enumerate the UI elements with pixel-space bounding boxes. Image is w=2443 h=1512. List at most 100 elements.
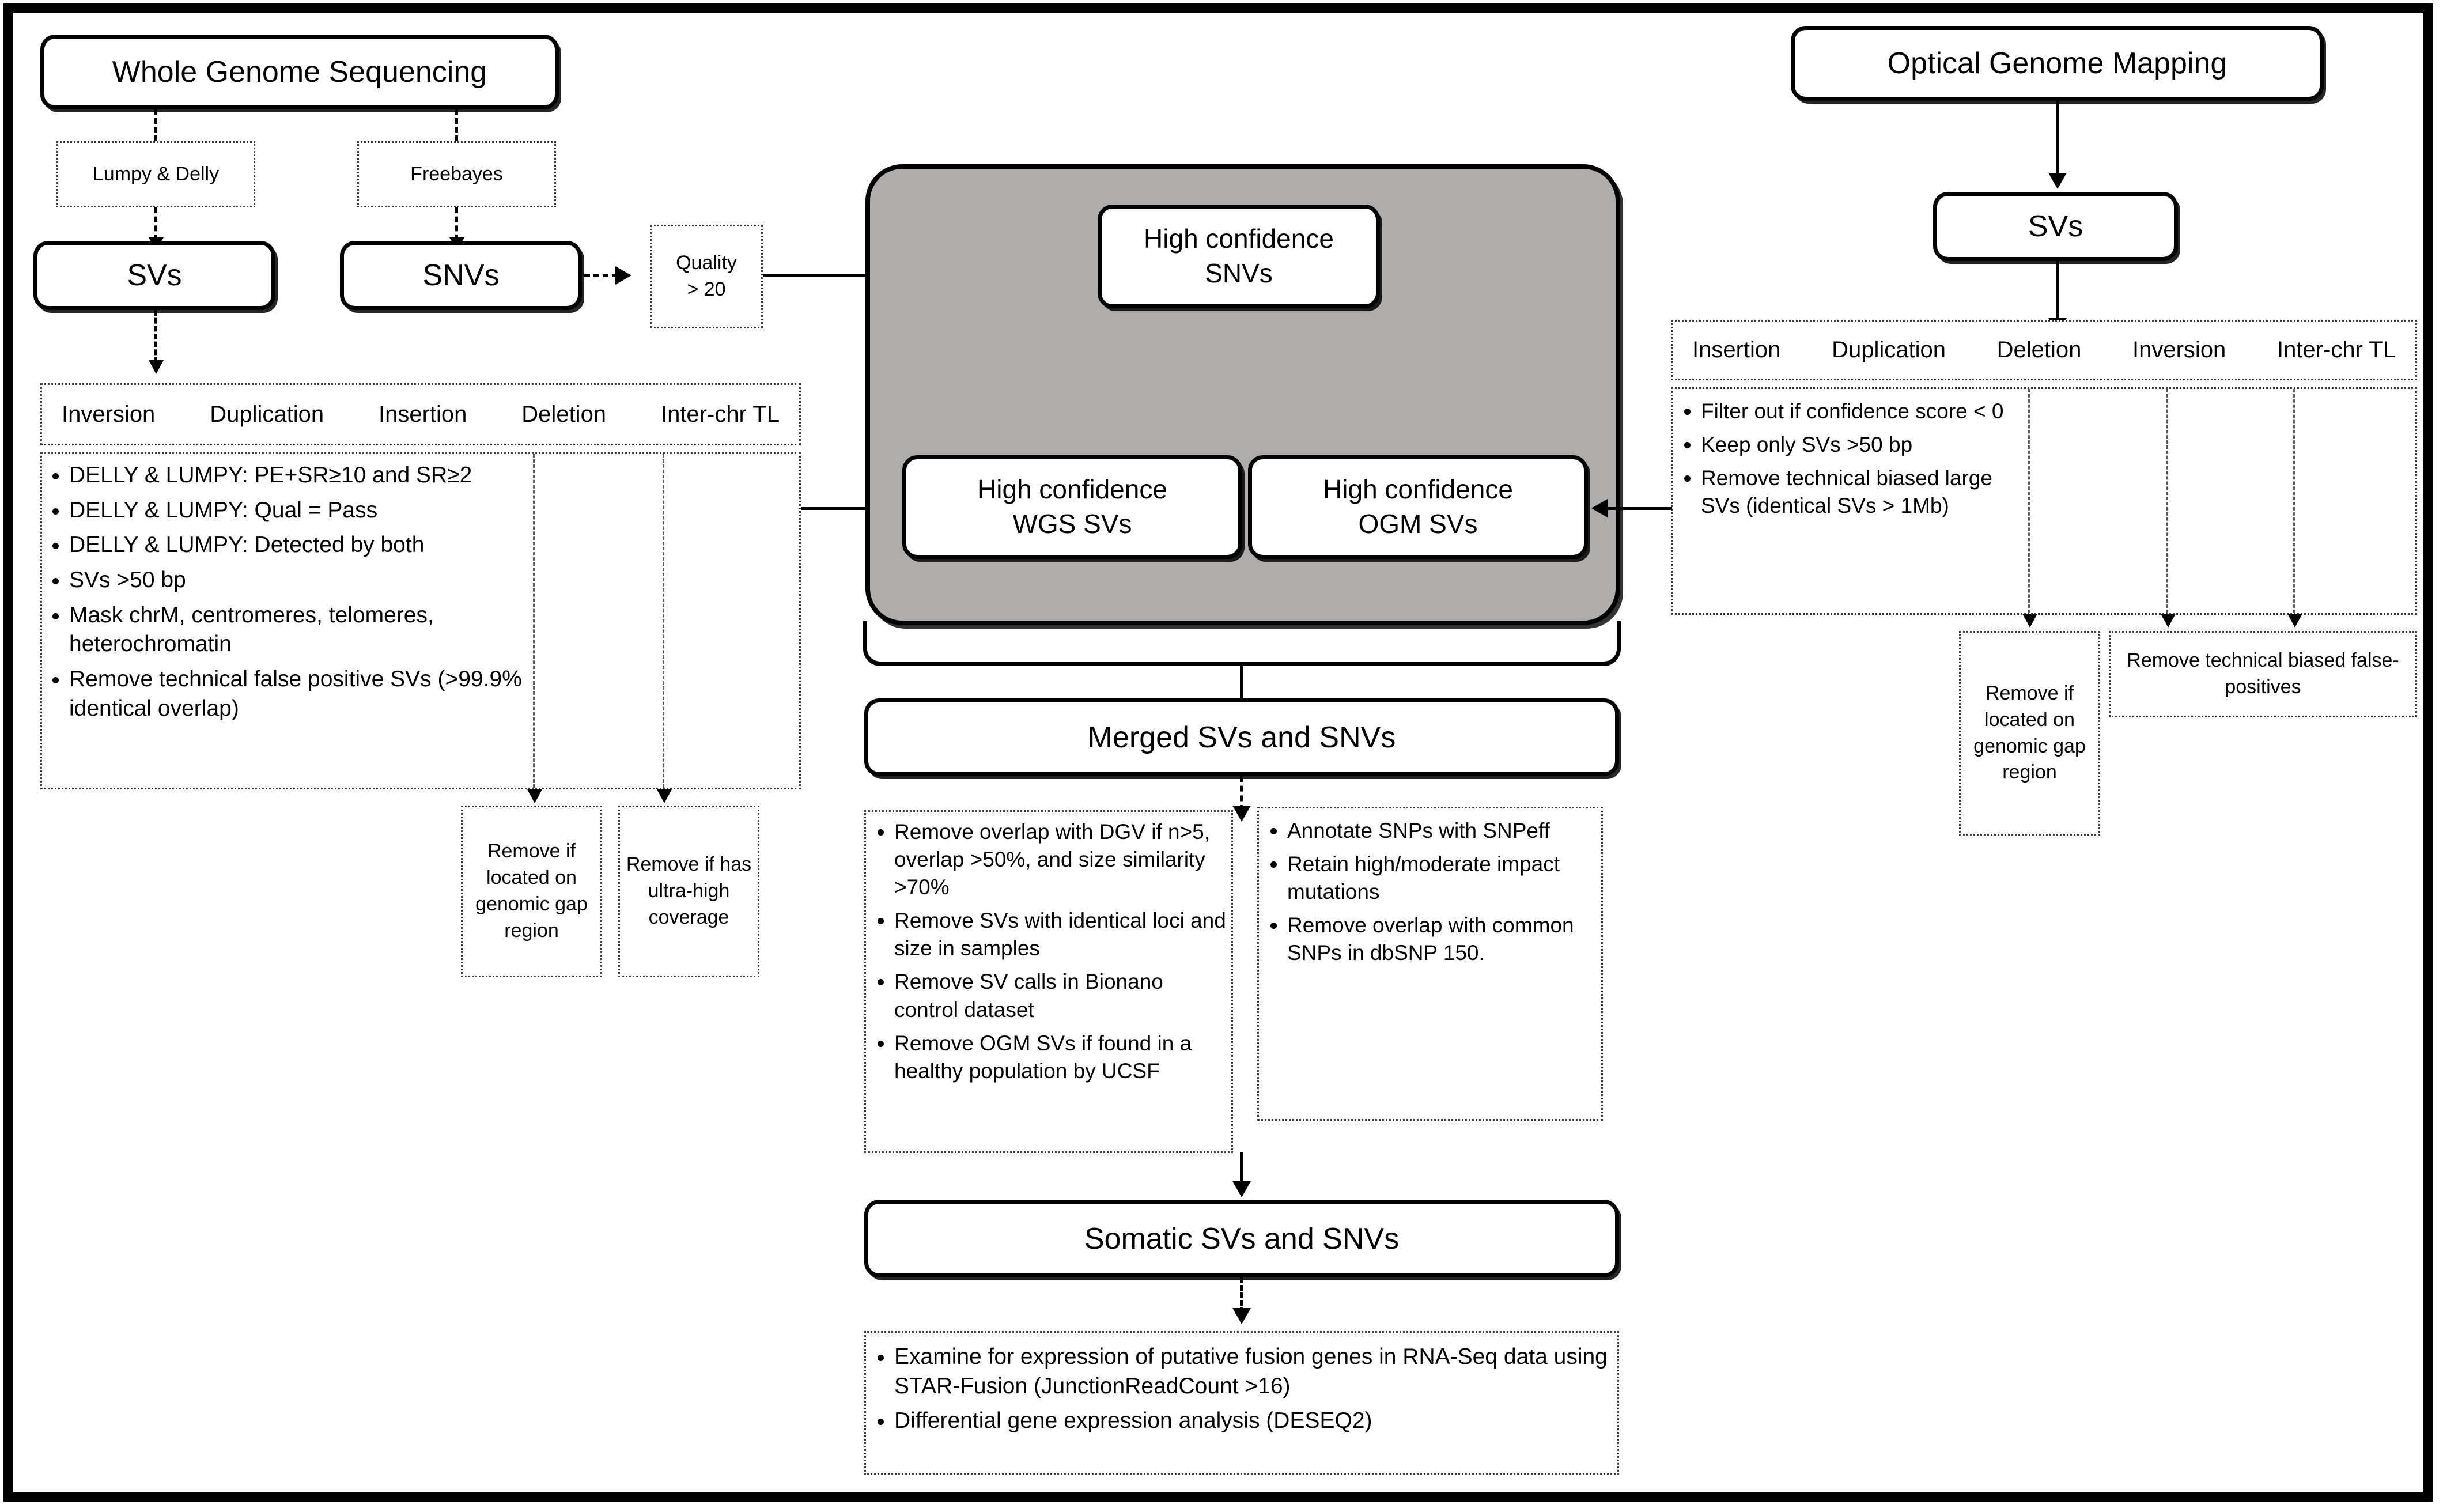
arrowhead-svs-to-types	[149, 360, 164, 374]
merged-label: Merged SVs and SNVs	[1087, 720, 1396, 754]
sv-postfilter-panel	[864, 810, 1233, 1153]
arrowhead-postfilters-to-somatic	[1232, 1181, 1251, 1197]
outer-frame	[3, 3, 2433, 1502]
ogm-removal-fp-box[interactable]: Remove technical biased false-positives	[2109, 631, 2417, 717]
connector-ogm-to-hc-ogm-svs	[1608, 507, 1672, 510]
high-confidence-wgs-svs-box[interactable]: High confidence WGS SVs	[902, 455, 1242, 559]
wgs-sv-type-1: Duplication	[210, 401, 324, 427]
wgs-filter-item: SVs >50 bp	[69, 566, 561, 595]
connector-somatic-to-downstream	[1240, 1277, 1243, 1313]
wgs-snv-caller-label: Freebayes	[410, 163, 503, 185]
connector-wgs-to-freebayes	[455, 109, 458, 141]
arrowhead-snvs-to-quality	[615, 266, 631, 285]
arrowhead-merged-to-postfilters	[1232, 806, 1251, 822]
ogm-source-box[interactable]: Optical Genome Mapping	[1791, 26, 2324, 101]
wgs-source-box[interactable]: Whole Genome Sequencing	[40, 35, 559, 109]
downstream-list: Examine for expression of putative fusio…	[868, 1343, 1617, 1442]
downstream-item: Differential gene expression analysis (D…	[894, 1407, 1617, 1436]
sv-postfilter-item: Remove overlap with DGV if n>5, overlap …	[894, 818, 1228, 901]
wgs-sv-types-row: Inversion Duplication Insertion Deletion…	[40, 383, 801, 445]
wgs-source-label: Whole Genome Sequencing	[112, 55, 487, 89]
ogm-sv-type-4: Inter-chr TL	[2276, 337, 2396, 362]
ogm-filter-list: Filter out if confidence score < 0 Keep …	[1674, 398, 2020, 526]
wgs-sv-type-4: Inter-chr TL	[660, 401, 780, 427]
ogm-filter-item: Filter out if confidence score < 0	[1701, 398, 2020, 425]
quality-filter-box[interactable]: Quality > 20	[650, 225, 763, 328]
sv-postfilter-item: Remove OGM SVs if found in a healthy pop…	[894, 1030, 1228, 1085]
wgs-svs-label: SVs	[127, 259, 182, 292]
snv-postfilter-item: Annotate SNPs with SNPeff	[1287, 817, 1601, 845]
wgs-filter-divider-1	[533, 454, 535, 788]
connector-svs-to-types	[154, 310, 157, 363]
somatic-label: Somatic SVs and SNVs	[1084, 1222, 1400, 1256]
hc-wgs-line2: WGS SVs	[1012, 509, 1132, 539]
connector-wgs-to-hc-wgs-svs	[801, 507, 876, 510]
wgs-removal-gap-label: Remove if located on genomic gap region	[475, 840, 588, 942]
wgs-filter-item: Mask chrM, centromeres, telomeres, heter…	[69, 601, 561, 659]
ogm-sv-type-1: Duplication	[1832, 337, 1946, 362]
wgs-snvs-label: SNVs	[422, 259, 500, 292]
wgs-filter-divider-2	[663, 454, 664, 788]
arrowhead-somatic-to-downstream	[1232, 1308, 1251, 1324]
connector-wgs-to-lumpy	[154, 109, 157, 141]
high-confidence-ogm-svs-box[interactable]: High confidence OGM SVs	[1248, 455, 1588, 559]
wgs-removal-gap-box[interactable]: Remove if located on genomic gap region	[461, 806, 602, 977]
ogm-svs-label: SVs	[2028, 210, 2083, 243]
arrowhead-to-gap-removal	[527, 789, 542, 803]
downstream-item: Examine for expression of putative fusio…	[894, 1343, 1617, 1401]
arrowhead-to-coverage-removal	[657, 789, 672, 803]
high-confidence-snvs-box[interactable]: High confidence SNVs	[1098, 205, 1380, 308]
arrowhead-ogm-to-hc-ogm-svs	[1591, 499, 1608, 517]
ogm-svs-box[interactable]: SVs	[1933, 192, 2178, 261]
ogm-removal-gap-label: Remove if located on genomic gap region	[1973, 682, 2086, 784]
connector-merged-to-postfilters	[1240, 776, 1243, 811]
wgs-sv-caller-label: Lumpy & Delly	[92, 163, 220, 185]
ogm-filter-item: Keep only SVs >50 bp	[1701, 431, 2020, 459]
wgs-filter-panel	[40, 452, 801, 789]
quality-filter-line1: Quality	[676, 252, 737, 274]
ogm-sv-type-2: Deletion	[1996, 337, 2082, 362]
ogm-sv-types-row: Insertion Duplication Deletion Inversion…	[1671, 320, 2417, 380]
somatic-box[interactable]: Somatic SVs and SNVs	[864, 1200, 1619, 1277]
hc-ogm-line1: High confidence	[1323, 474, 1513, 505]
wgs-removal-coverage-box[interactable]: Remove if has ultra-high coverage	[618, 806, 759, 977]
wgs-sv-type-0: Inversion	[62, 401, 156, 427]
ogm-removal-fp-label: Remove technical biased false-positives	[2127, 649, 2399, 698]
wgs-filter-item: DELLY & LUMPY: Qual = Pass	[69, 496, 561, 526]
connector-ogm-to-svs	[2056, 101, 2059, 179]
ogm-removal-gap-box[interactable]: Remove if located on genomic gap region	[1959, 631, 2100, 836]
ogm-sv-type-3: Inversion	[2132, 337, 2226, 362]
ogm-filter-divider-1	[2028, 389, 2030, 613]
arrowhead-to-ogm-fp-removal-2	[2287, 614, 2302, 628]
hc-ogm-line2: OGM SVs	[1358, 509, 1478, 539]
sv-postfilter-item: Remove SVs with identical loci and size …	[894, 907, 1228, 962]
wgs-filter-item: DELLY & LUMPY: Detected by both	[69, 531, 561, 560]
merged-box[interactable]: Merged SVs and SNVs	[864, 698, 1619, 776]
snv-postfilter-item: Remove overlap with common SNPs in dbSNP…	[1287, 912, 1601, 967]
downstream-panel	[864, 1331, 1619, 1475]
arrowhead-ogm-to-svs	[2048, 173, 2067, 189]
snv-postfilter-item: Retain high/moderate impact mutations	[1287, 850, 1601, 906]
connector-ogm-svs-to-types	[2056, 261, 2059, 324]
arrowhead-to-ogm-fp-removal-1	[2161, 614, 2176, 628]
wgs-snvs-box[interactable]: SNVs	[340, 241, 582, 310]
connector-snvs-to-quality	[584, 274, 618, 277]
ogm-filter-divider-2	[2166, 389, 2168, 613]
wgs-sv-caller-box[interactable]: Lumpy & Delly	[56, 141, 255, 207]
sv-postfilter-list: Remove overlap with DGV if n>5, overlap …	[868, 818, 1228, 1091]
ogm-filter-panel	[1671, 387, 2417, 615]
snv-postfilter-panel	[1257, 807, 1603, 1121]
arrowhead-to-ogm-gap-removal	[2022, 614, 2037, 628]
connector-freebayes-to-snvs	[455, 207, 458, 240]
ogm-filter-divider-3	[2293, 389, 2295, 613]
wgs-svs-box[interactable]: SVs	[33, 241, 275, 310]
wgs-filter-item: DELLY & LUMPY: PE+SR≥10 and SR≥2	[69, 461, 561, 490]
snv-postfilter-list: Annotate SNPs with SNPeff Retain high/mo…	[1261, 817, 1601, 973]
wgs-snv-caller-box[interactable]: Freebayes	[357, 141, 556, 207]
hc-wgs-line1: High confidence	[977, 474, 1167, 505]
connector-postfilters-to-somatic	[1240, 1152, 1243, 1187]
sv-postfilter-item: Remove SV calls in Bionano control datas…	[894, 968, 1228, 1023]
ogm-filter-item: Remove technical biased large SVs (ident…	[1701, 464, 2020, 520]
ogm-source-label: Optical Genome Mapping	[1887, 47, 2228, 80]
